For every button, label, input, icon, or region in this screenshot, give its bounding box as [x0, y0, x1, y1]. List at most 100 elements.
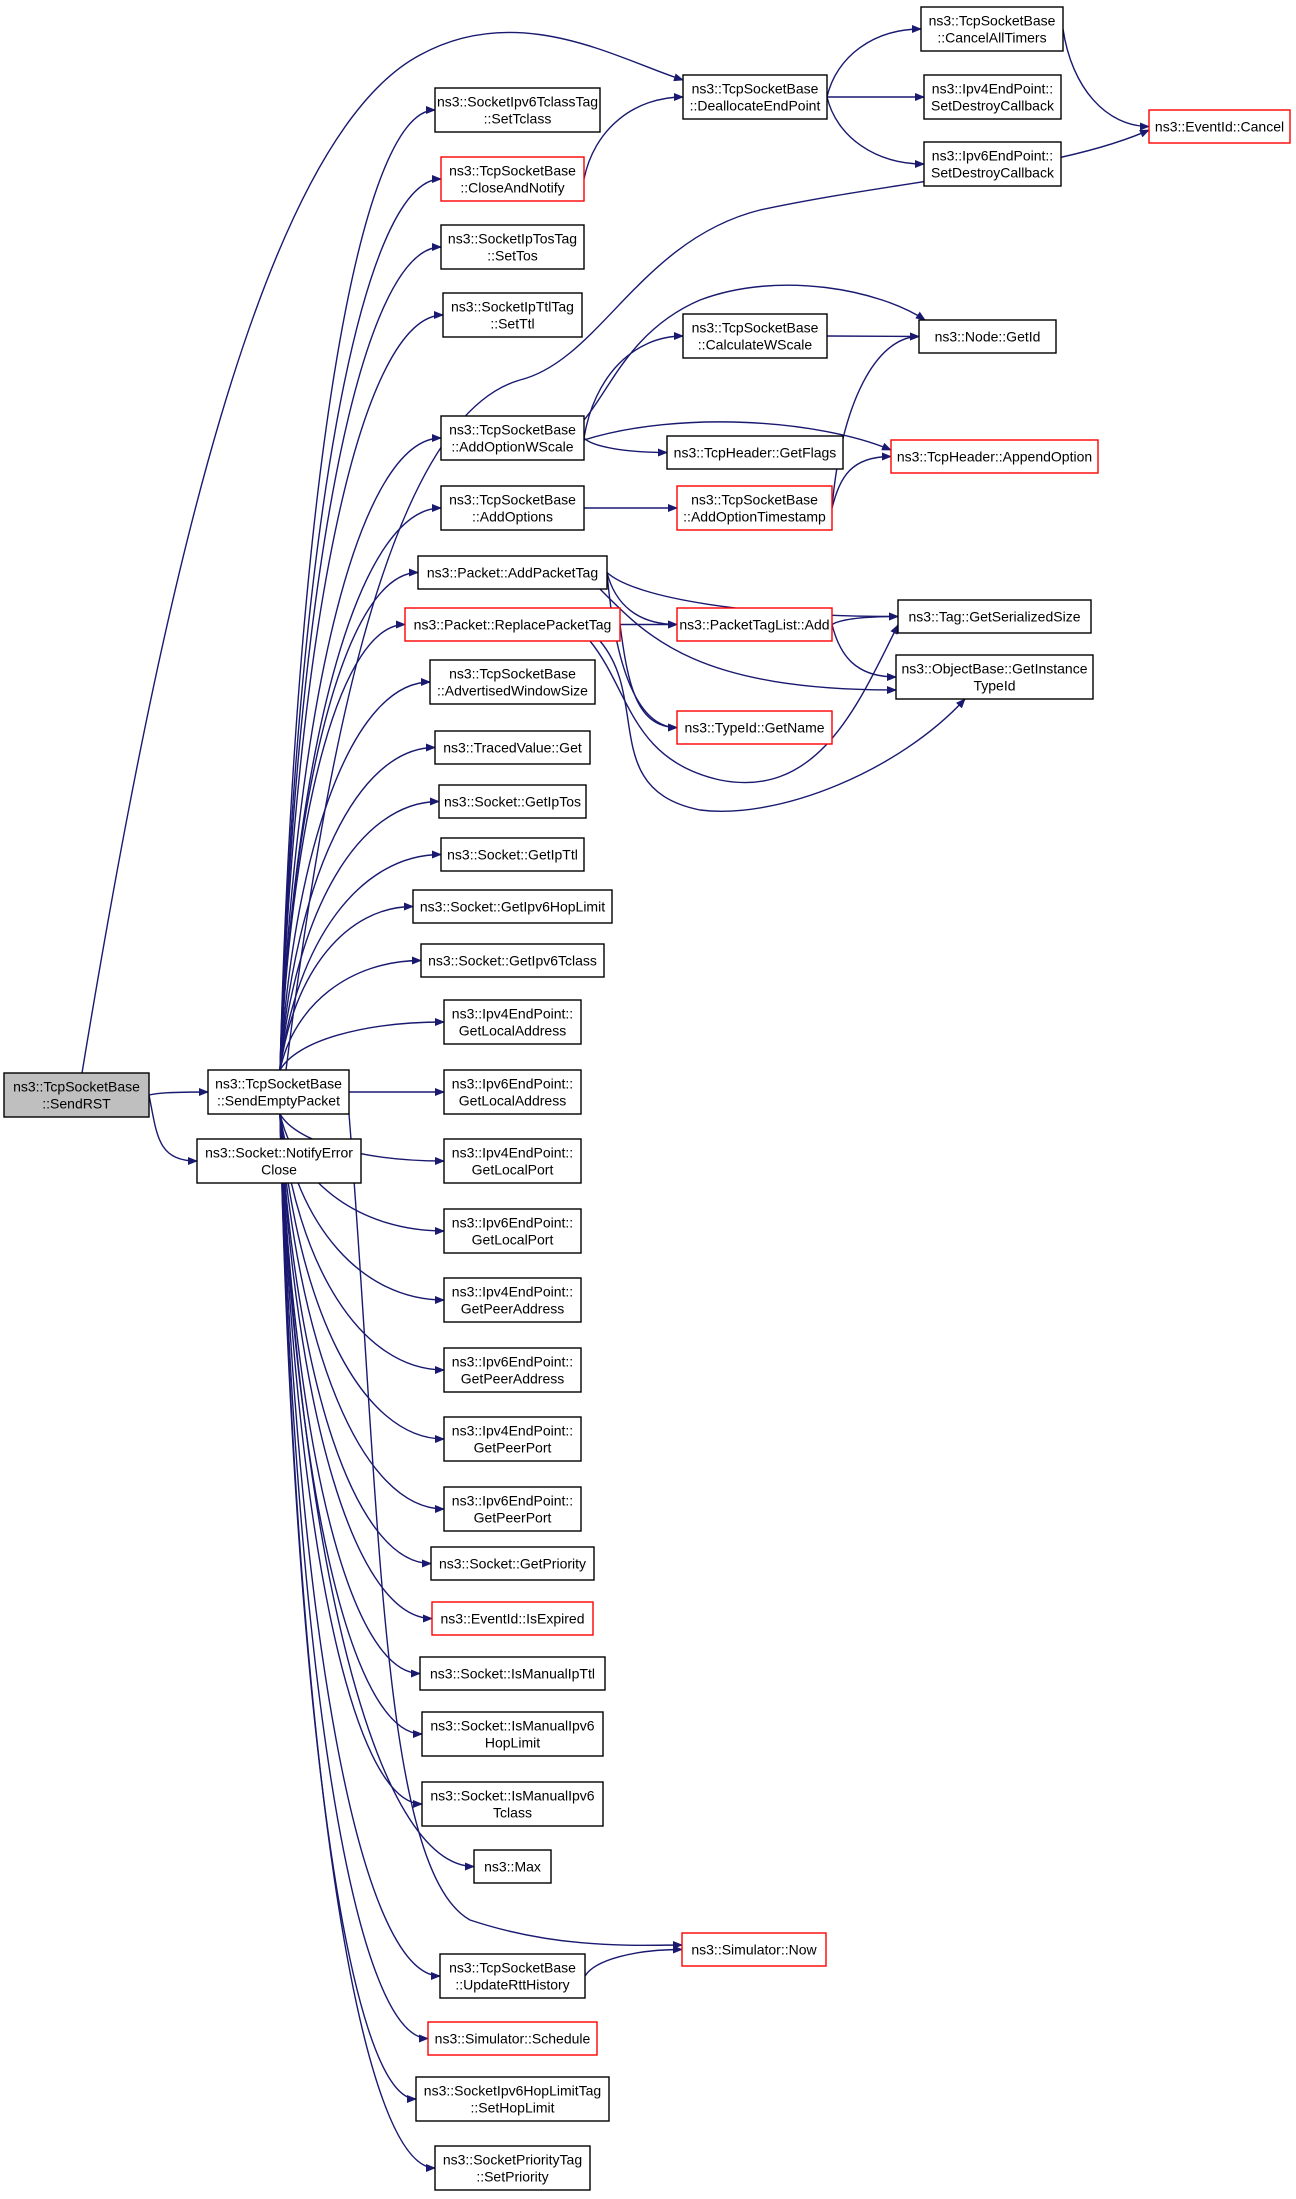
edge-group — [279, 434, 442, 1071]
node-eventcancel[interactable]: ns3::EventId::Cancel — [1148, 109, 1291, 144]
node-box — [895, 654, 1094, 700]
node-sethoplimit[interactable]: ns3::SocketIpv6HopLimitTag::SetHopLimit — [415, 2076, 610, 2122]
node-addoptions[interactable]: ns3::TcpSocketBase::AddOptions — [440, 485, 585, 531]
node-label-line: ns3::Packet::ReplacePacketTag — [414, 617, 612, 633]
node-ipv4destroy[interactable]: ns3::Ipv4EndPoint::SetDestroyCallback — [923, 74, 1062, 120]
node-manualttl[interactable]: ns3::Socket::IsManualIpTtl — [419, 1656, 606, 1691]
node-replacetag[interactable]: ns3::Packet::ReplacePacketTag — [404, 607, 621, 642]
edge-replacetag-to-getsersize — [589, 624, 899, 784]
node-sendrst[interactable]: ns3::TcpSocketBase::SendRST — [3, 1072, 150, 1118]
node-label-line: ns3::SocketIpTtlTag — [451, 299, 574, 315]
node-box — [918, 319, 1057, 354]
node-label-line: ::SetPriority — [476, 2169, 548, 2185]
edge-sendempty-to-max — [279, 1113, 475, 1871]
node-v4peeraddr[interactable]: ns3::Ipv4EndPoint::GetPeerAddress — [443, 1277, 582, 1323]
edge-sendrst-to-dealloc — [81, 31, 684, 1074]
node-label-line: GetPeerPort — [474, 1510, 552, 1526]
node-box — [207, 1069, 350, 1115]
node-appendopt[interactable]: ns3::TcpHeader::AppendOption — [890, 439, 1099, 474]
node-isexpired[interactable]: ns3::EventId::IsExpired — [431, 1601, 594, 1636]
node-box — [420, 943, 605, 978]
edge-group — [1062, 28, 1150, 131]
edge-sendempty-to-replacetag — [279, 620, 406, 1071]
node-getipttl[interactable]: ns3::Socket::GetIpTtl — [440, 837, 585, 872]
node-sendempty[interactable]: ns3::TcpSocketBase::SendEmptyPacket — [207, 1069, 350, 1115]
node-v6localport[interactable]: ns3::Ipv6EndPoint::GetLocalPort — [443, 1208, 582, 1254]
edge-group — [831, 612, 899, 626]
node-getprio[interactable]: ns3::Socket::GetPriority — [430, 1546, 595, 1581]
node-label-line: ns3::Ipv4EndPoint:: — [452, 1006, 573, 1022]
node-gettclass[interactable]: ns3::Socket::GetIpv6Tclass — [420, 943, 605, 978]
node-box — [666, 435, 844, 470]
edge-sendrst-to-sendempty — [148, 1088, 209, 1097]
edge-sendempty-to-setprio — [279, 1113, 436, 2172]
edge-group — [589, 624, 899, 784]
node-tracedget[interactable]: ns3::TracedValue::Get — [434, 730, 591, 765]
node-getiptos[interactable]: ns3::Socket::GetIpTos — [438, 784, 587, 819]
node-addts[interactable]: ns3::TcpSocketBase::AddOptionTimestamp — [676, 485, 833, 531]
node-box — [443, 1208, 582, 1254]
edge-dealloc-to-ipv6destroy — [826, 96, 925, 168]
node-label-line: ns3::TcpSocketBase — [449, 163, 576, 179]
node-ipv6destroy[interactable]: ns3::Ipv6EndPoint::SetDestroyCallback — [923, 141, 1062, 187]
edge-group — [279, 1113, 417, 2103]
node-setprio[interactable]: ns3::SocketPriorityTag::SetPriority — [434, 2145, 591, 2191]
node-advwin[interactable]: ns3::TcpSocketBase::AdvertisedWindowSize — [429, 659, 596, 705]
edge-group — [831, 332, 920, 509]
edge-group — [279, 1018, 445, 1071]
edge-cancelall-to-eventcancel — [1062, 28, 1150, 131]
node-v4localaddr[interactable]: ns3::Ipv4EndPoint::GetLocalAddress — [443, 999, 582, 1045]
node-label-line: ns3::Packet::AddPacketTag — [427, 565, 598, 581]
edge-addpackettag-to-getsersize — [606, 571, 899, 621]
node-label-line: ns3::Socket::GetIpTtl — [447, 847, 578, 863]
node-getflags[interactable]: ns3::TcpHeader::GetFlags — [666, 435, 844, 470]
node-cancelall[interactable]: ns3::TcpSocketBase::CancelAllTimers — [920, 6, 1064, 52]
node-max[interactable]: ns3::Max — [473, 1849, 552, 1884]
node-closenotify[interactable]: ns3::TcpSocketBase::CloseAndNotify — [440, 156, 585, 202]
node-v6peerport[interactable]: ns3::Ipv6EndPoint::GetPeerPort — [443, 1486, 582, 1532]
node-box — [923, 74, 1062, 120]
edge-sendempty-to-advwin — [279, 678, 431, 1071]
node-gethoplimit[interactable]: ns3::Socket::GetIpv6HopLimit — [412, 889, 613, 924]
node-tagadd[interactable]: ns3::PacketTagList::Add — [676, 607, 833, 642]
node-rtthistory[interactable]: ns3::TcpSocketBase::UpdateRttHistory — [439, 1953, 586, 1999]
node-label-line: GetLocalAddress — [459, 1023, 566, 1039]
edge-group — [826, 332, 920, 341]
node-label-line: GetPeerAddress — [461, 1371, 565, 1387]
node-v6localaddr[interactable]: ns3::Ipv6EndPoint::GetLocalAddress — [443, 1069, 582, 1115]
node-v6peeraddr[interactable]: ns3::Ipv6EndPoint::GetPeerAddress — [443, 1347, 582, 1393]
node-settclass[interactable]: ns3::SocketIpv6TclassTag::SetTclass — [434, 87, 601, 133]
edge-sendempty-to-gettclass — [279, 956, 422, 1071]
node-dealloc[interactable]: ns3::TcpSocketBase::DeallocateEndPoint — [682, 74, 828, 120]
node-label-line: ns3::Ipv6EndPoint:: — [452, 1215, 573, 1231]
edge-sendrst-to-notifyerror — [148, 1094, 198, 1165]
node-label-line: ns3::Ipv6EndPoint:: — [452, 1076, 573, 1092]
node-typename[interactable]: ns3::TypeId::GetName — [676, 710, 833, 745]
node-nodegetid[interactable]: ns3::Node::GetId — [918, 319, 1057, 354]
node-getsersize[interactable]: ns3::Tag::GetSerializedSize — [897, 599, 1092, 634]
node-calcwscale[interactable]: ns3::TcpSocketBase::CalculateWScale — [682, 313, 828, 359]
node-addwscale[interactable]: ns3::TcpSocketBase::AddOptionWScale — [440, 415, 585, 461]
node-addpackettag[interactable]: ns3::Packet::AddPacketTag — [417, 555, 608, 590]
node-v4localport[interactable]: ns3::Ipv4EndPoint::GetLocalPort — [443, 1138, 582, 1184]
node-box — [434, 2145, 591, 2191]
node-settos[interactable]: ns3::SocketIpTosTag::SetTos — [440, 224, 585, 270]
node-label-line: ns3::SocketIpv6HopLimitTag — [424, 2083, 601, 2099]
node-simnow[interactable]: ns3::Simulator::Now — [681, 1932, 827, 1967]
node-setttl[interactable]: ns3::SocketIpTtlTag::SetTtl — [442, 292, 583, 338]
edge-sendempty-to-isexpired — [279, 1113, 433, 1623]
node-box — [442, 292, 583, 338]
edge-rtthistory-to-simnow — [584, 1945, 683, 1977]
node-schedule[interactable]: ns3::Simulator::Schedule — [427, 2021, 598, 2056]
node-label-line: GetPeerPort — [474, 1440, 552, 1456]
node-v4peerport[interactable]: ns3::Ipv4EndPoint::GetPeerPort — [443, 1416, 582, 1462]
node-label-line: ::AddOptionWScale — [451, 439, 573, 455]
edge-replacetag-to-typename — [619, 624, 678, 732]
node-label-line: ns3::Ipv4EndPoint:: — [452, 1423, 573, 1439]
node-label-line: ::UpdateRttHistory — [455, 1977, 569, 1993]
node-box — [443, 1138, 582, 1184]
